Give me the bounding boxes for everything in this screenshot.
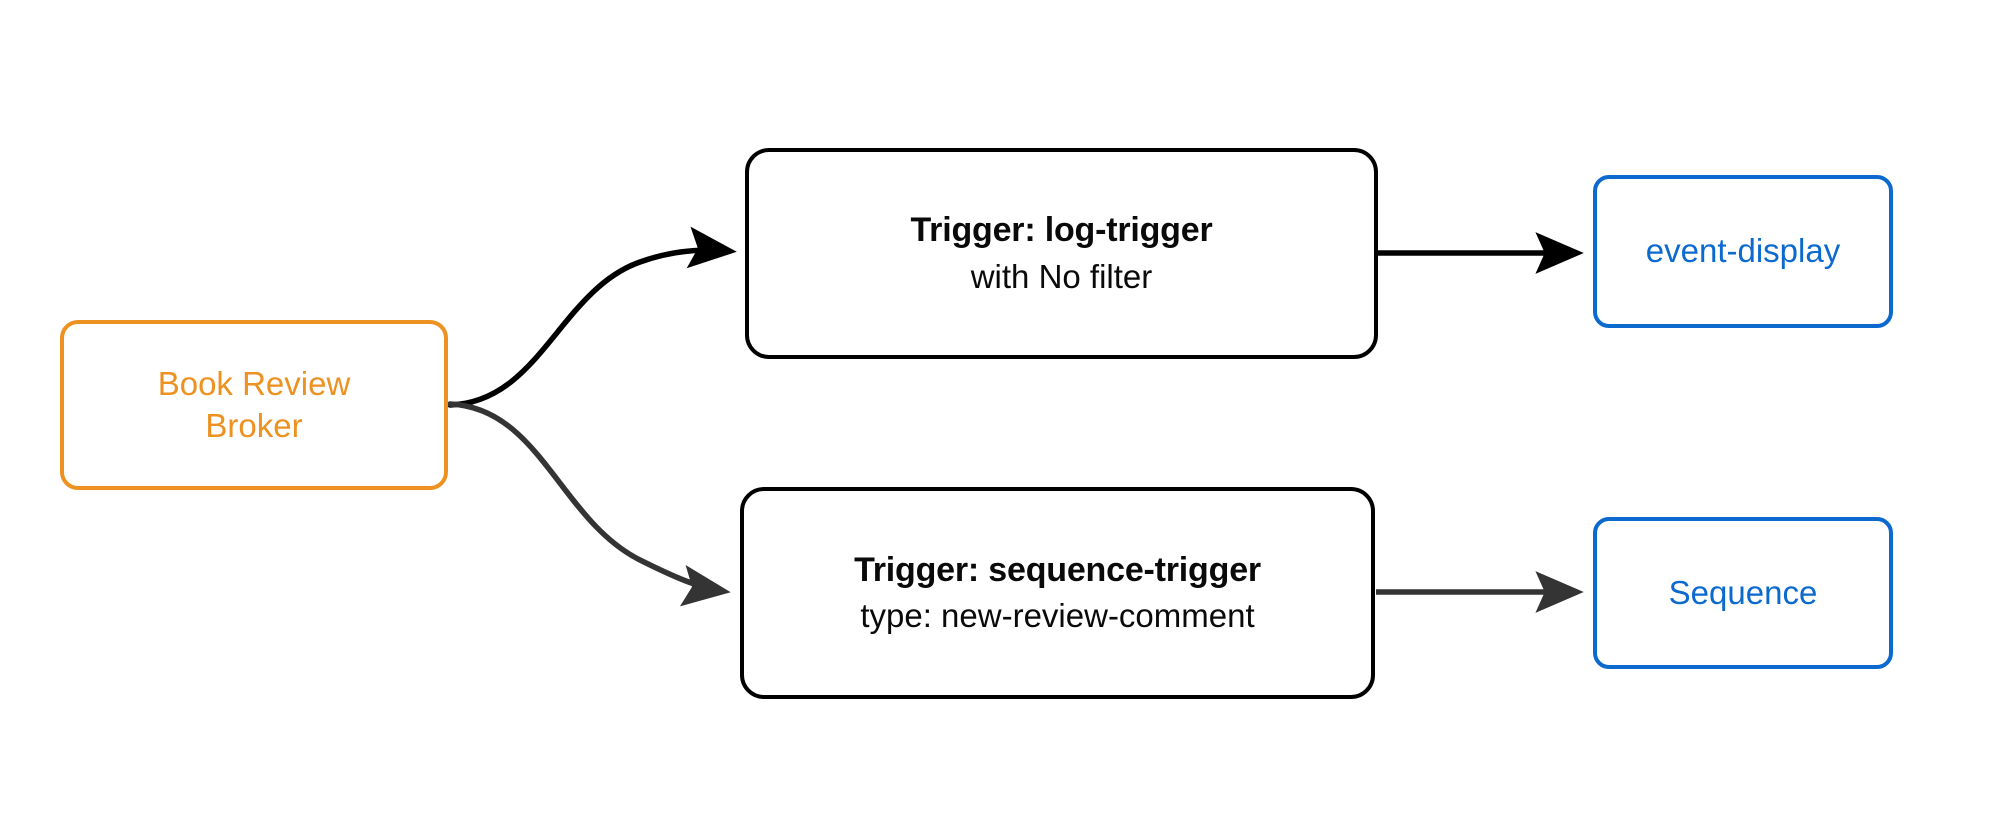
trigger-log-title: Trigger: log-trigger: [910, 211, 1213, 250]
event-display-label: event-display: [1645, 232, 1841, 270]
broker-label-line-1: Book Review: [157, 364, 351, 402]
trigger-sequence-subtitle: type: new-review-comment: [860, 597, 1255, 635]
node-sequence[interactable]: Sequence: [1593, 517, 1893, 669]
broker-label-line-2: Broker: [205, 407, 303, 444]
edge-broker-to-log-trigger: [447, 226, 737, 408]
node-trigger-sequence-trigger[interactable]: Trigger: sequence-trigger type: new-revi…: [740, 487, 1375, 699]
sequence-label: Sequence: [1668, 573, 1818, 611]
node-trigger-log-trigger[interactable]: Trigger: log-trigger with No filter: [745, 148, 1378, 359]
trigger-sequence-title: Trigger: sequence-trigger: [854, 550, 1261, 589]
edge-broker-to-sequence-trigger: [447, 401, 731, 607]
node-event-display[interactable]: event-display: [1593, 175, 1893, 328]
trigger-log-subtitle: with No filter: [970, 257, 1153, 295]
node-book-review-broker[interactable]: Book Review Broker: [60, 320, 448, 490]
